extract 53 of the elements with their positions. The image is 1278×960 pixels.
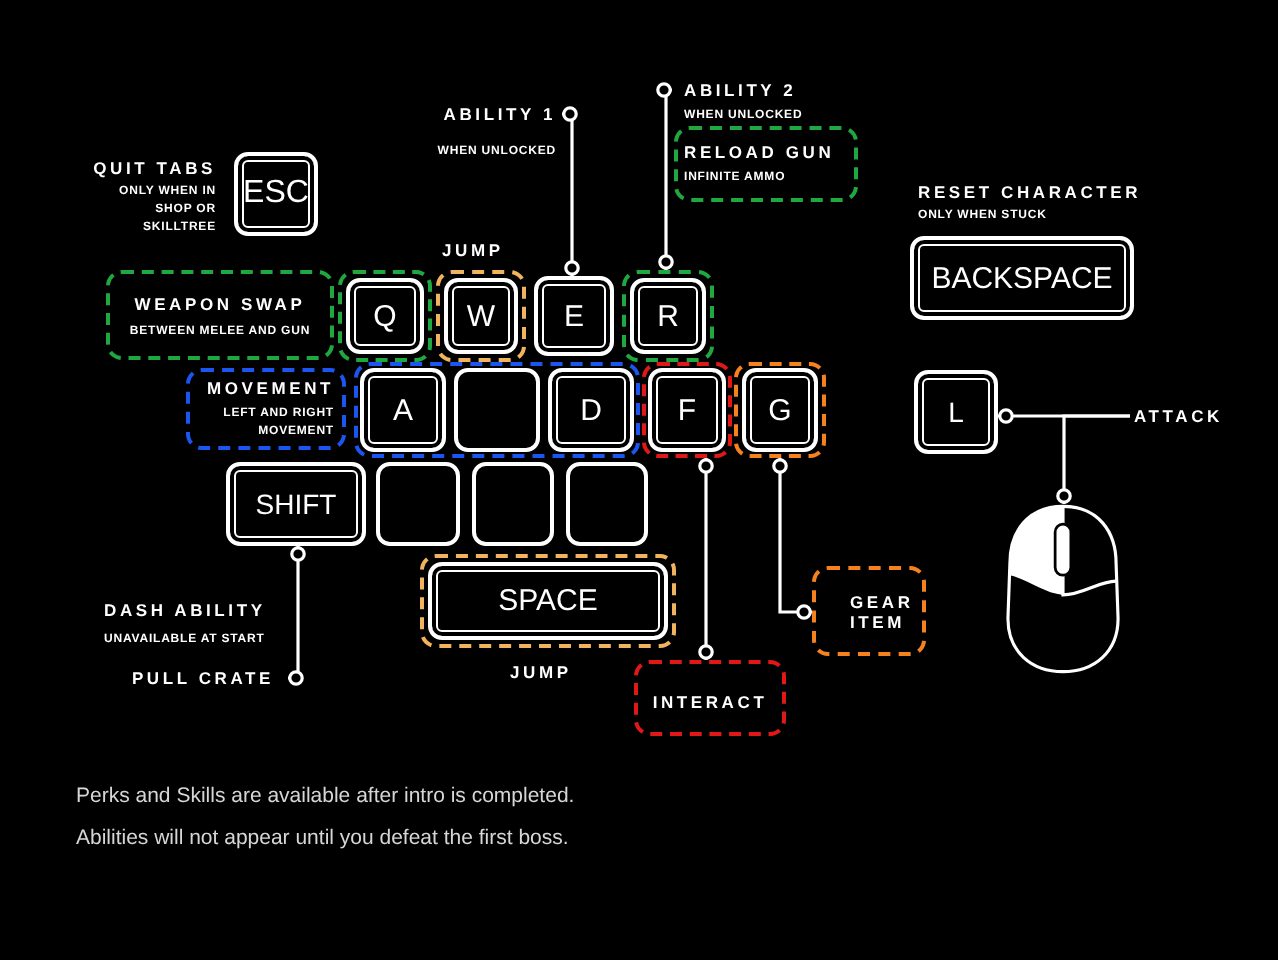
keyboard-key	[548, 368, 634, 452]
info-box	[674, 126, 858, 202]
key-label: D	[580, 395, 602, 425]
connector-line	[562, 106, 580, 276]
action-title: GEAR ITEM	[850, 591, 916, 631]
keyboard-key	[914, 370, 998, 454]
connector-line	[1056, 414, 1130, 504]
key-label: L	[948, 398, 964, 426]
action-title: WEAPON SWAP	[134, 293, 306, 313]
key-label: SPACE	[498, 586, 598, 616]
connector-line	[698, 458, 714, 660]
info-box	[186, 368, 346, 450]
note-text: Abilities will not appear until you defeat the first boss.	[76, 824, 569, 852]
key-label: SHIFT	[255, 490, 337, 518]
action-title: RELOAD GUN	[684, 141, 835, 161]
computer-mouse-drawing	[1004, 504, 1122, 674]
info-box	[106, 270, 334, 360]
key-label: F	[677, 395, 697, 425]
keyboard-key	[234, 152, 318, 236]
blank-key	[376, 462, 460, 546]
blank-key	[566, 462, 648, 546]
action-title: PULL CRATE	[110, 668, 288, 690]
connector-line	[772, 458, 812, 620]
action-title: QUIT TABS	[91, 158, 216, 178]
key-label: E	[563, 301, 584, 331]
keyboard-key	[226, 462, 366, 546]
action-title: INTERACT	[652, 692, 768, 712]
action-title: JUMP	[442, 240, 506, 260]
keyboard-key	[534, 276, 614, 356]
connector-line	[288, 546, 306, 686]
key-label: Q	[373, 301, 397, 331]
connector-line	[656, 82, 674, 270]
key-label: BACKSPACE	[931, 263, 1113, 293]
info-box	[812, 566, 926, 656]
key-label: W	[466, 301, 496, 331]
key-label: R	[657, 301, 679, 331]
action-title: JUMP	[510, 662, 574, 682]
keyboard-key	[360, 368, 446, 452]
action-title: DASH ABILITY	[104, 600, 266, 620]
keyboard-key	[910, 236, 1134, 320]
action-title: ATTACK	[1130, 406, 1240, 428]
key-label: G	[768, 395, 792, 425]
action-title: MOVEMENT	[206, 377, 334, 397]
action-title: ABILITY 2	[684, 80, 797, 100]
blank-key	[472, 462, 554, 546]
action-title: RESET CHARACTER	[918, 182, 1144, 202]
highlight-outline	[354, 362, 640, 458]
key-label: ESC	[243, 178, 309, 210]
blank-key	[454, 368, 540, 452]
note-text: Perks and Skills are available after intro is completed.	[76, 782, 575, 810]
action-title: ABILITY 1	[443, 104, 556, 124]
key-label: A	[392, 395, 413, 425]
info-box	[634, 660, 786, 736]
